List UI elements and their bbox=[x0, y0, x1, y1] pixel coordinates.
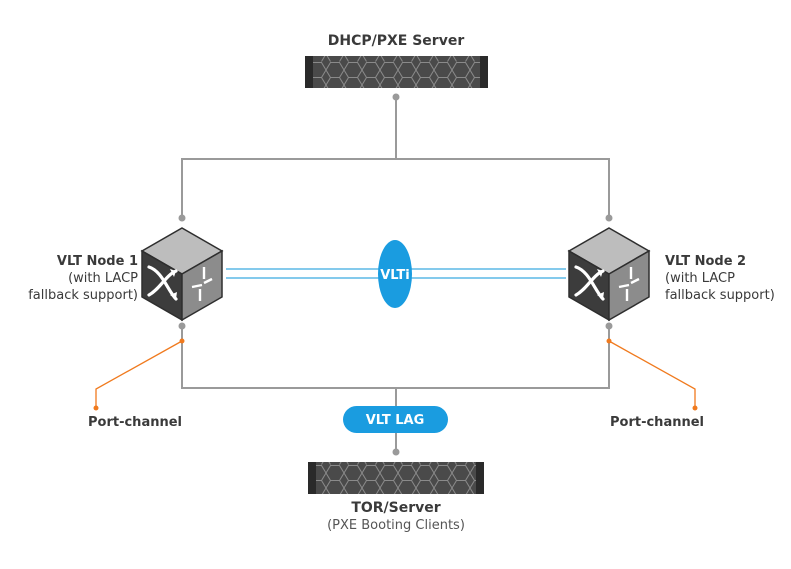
tor-server-icon bbox=[308, 462, 484, 494]
vlt-node-1-label: VLT Node 1 (with LACP fallback support) bbox=[14, 253, 138, 304]
port-channel-right-label: Port-channel bbox=[610, 415, 704, 430]
vlt-node-1-title: VLT Node 1 bbox=[56, 254, 138, 269]
dhcp-server-label: DHCP/PXE Server bbox=[327, 33, 465, 49]
vlt-lag-badge: VLT LAG bbox=[343, 406, 448, 433]
node2-bottom-port-dot bbox=[605, 322, 613, 330]
port-channel-left-end-dot bbox=[93, 405, 99, 411]
tor-server-subtitle: (PXE Booting Clients) bbox=[327, 518, 465, 533]
port-channel-left-leader bbox=[95, 340, 183, 408]
port-channel-right-dots bbox=[606, 338, 698, 411]
dhcp-port-dot bbox=[392, 93, 400, 101]
vlt-node-1-subtitle-line2: fallback support) bbox=[28, 288, 138, 303]
top-connectors bbox=[181, 97, 610, 218]
bottom-connector-dots bbox=[178, 322, 613, 456]
port-channel-left-label: Port-channel bbox=[88, 415, 182, 430]
vlt-node-2-label: VLT Node 2 (with LACP fallback support) bbox=[665, 253, 791, 304]
vlti-label: VLTi bbox=[380, 268, 410, 283]
dhcp-server-icon bbox=[305, 56, 488, 88]
node1-bottom-port-dot bbox=[178, 322, 186, 330]
tor-server-label: TOR/Server (PXE Booting Clients) bbox=[296, 500, 496, 534]
vlt-lag-pill bbox=[343, 406, 448, 433]
crossing-arrowheads bbox=[170, 269, 177, 299]
port-channel-left-anchor-dot bbox=[179, 338, 185, 344]
vlt-node-1-switch-icon bbox=[140, 227, 224, 322]
port-channel-right-anchor-dot bbox=[606, 338, 612, 344]
top-connector-dots bbox=[178, 93, 613, 222]
port-channel-right-end-dot bbox=[692, 405, 698, 411]
vlt-node-2-subtitle-line1: (with LACP bbox=[665, 271, 735, 286]
port-channel-right-leader bbox=[608, 340, 696, 408]
vlt-node-2-title: VLT Node 2 bbox=[665, 254, 747, 269]
vlti-badge: VLTi bbox=[378, 240, 412, 308]
vlt-node-1-subtitle-line1: (with LACP bbox=[68, 271, 138, 286]
vlt-node-2-switch-icon bbox=[567, 227, 651, 322]
crossing-arrowheads bbox=[597, 269, 604, 299]
vlt-lag-label: VLT LAG bbox=[366, 413, 425, 428]
vlti-ellipse bbox=[378, 240, 412, 308]
converging-arrows-icon bbox=[191, 267, 213, 301]
tor-port-dot bbox=[392, 448, 400, 456]
converging-arrows-icon bbox=[618, 267, 640, 301]
tor-server-title: TOR/Server bbox=[351, 500, 441, 516]
vlt-node-2-subtitle-line2: fallback support) bbox=[665, 288, 775, 303]
node1-top-port-dot bbox=[178, 214, 186, 222]
node2-top-port-dot bbox=[605, 214, 613, 222]
port-channel-left-dots bbox=[93, 338, 185, 411]
